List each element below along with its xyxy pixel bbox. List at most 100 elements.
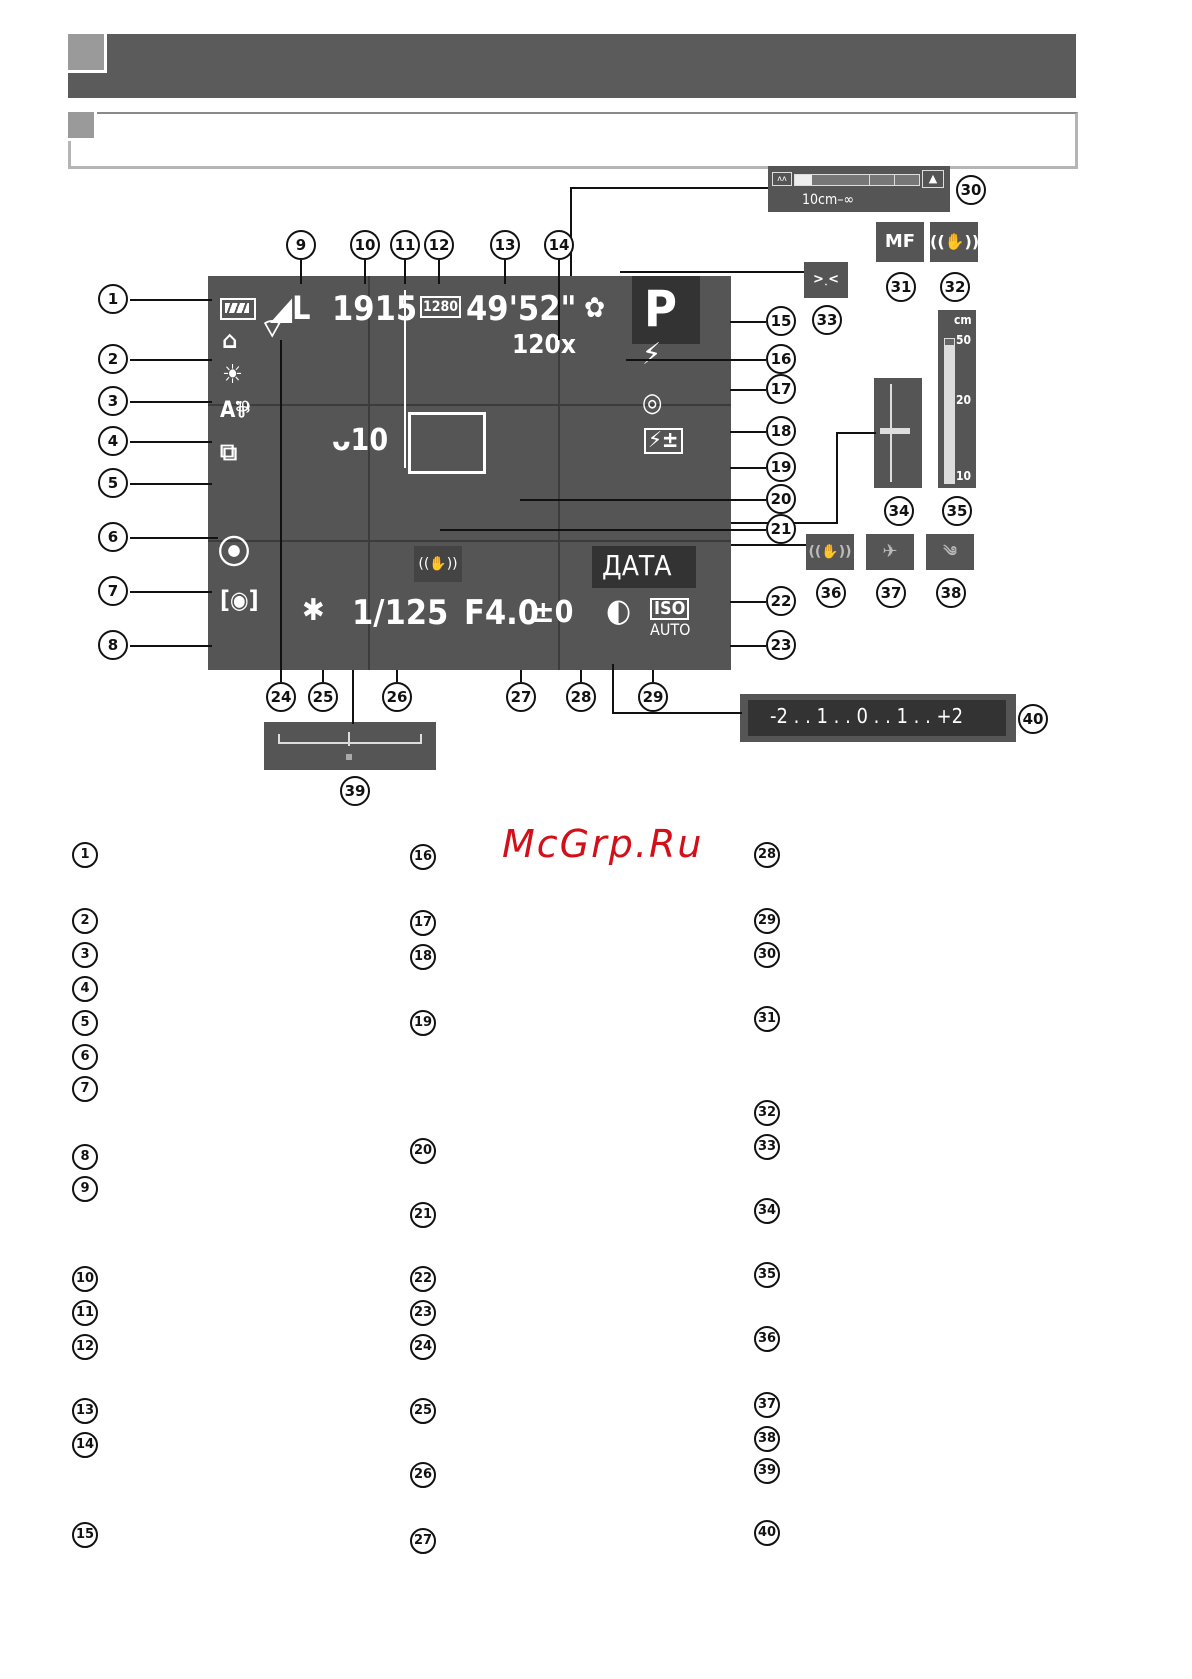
- callout-27: 27: [506, 682, 536, 712]
- legend-number-38: 38: [754, 1426, 780, 1452]
- camera-shake-icon: ⦿: [218, 533, 251, 571]
- legend-number-6: 6: [72, 1044, 98, 1070]
- legend-number-15: 15: [72, 1522, 98, 1548]
- callout-8: 8: [98, 630, 128, 660]
- callout-13: 13: [490, 230, 520, 260]
- callout-39: 39: [340, 776, 370, 806]
- legend-number-37: 37: [754, 1392, 780, 1418]
- legend-number-35: 35: [754, 1262, 780, 1288]
- mountain-icon: ▲: [922, 170, 944, 188]
- leader-23: [730, 645, 766, 647]
- callout-34: 34: [884, 496, 914, 526]
- callout-25: 25: [308, 682, 338, 712]
- callout-17: 17: [766, 374, 796, 404]
- callout-30: 30: [956, 175, 986, 205]
- callout-19: 19: [766, 452, 796, 482]
- iso-value: AUTO: [650, 620, 691, 639]
- legend-number-40: 40: [754, 1520, 780, 1546]
- shooting-mode: P: [644, 280, 677, 338]
- leader-30: [570, 187, 768, 189]
- focus-range-panel: ᴧᴧ ▲ 10cm–∞: [768, 166, 950, 212]
- distance-10: 10: [956, 469, 972, 483]
- callout-36: 36: [816, 578, 846, 608]
- legend-number-27: 27: [410, 1528, 436, 1554]
- callout-1: 1: [98, 284, 128, 314]
- legend-number-29: 29: [754, 908, 780, 934]
- callout-38: 38: [936, 578, 966, 608]
- legend-number-21: 21: [410, 1202, 436, 1228]
- metering-icon: [◉]: [220, 586, 259, 614]
- is-shooting-icon: ((✋)): [806, 534, 854, 570]
- legend-number-23: 23: [410, 1300, 436, 1326]
- battery-icon: [220, 298, 256, 320]
- legend-number-24: 24: [410, 1334, 436, 1360]
- callout-22: 22: [766, 586, 796, 616]
- legend-number-26: 26: [410, 1462, 436, 1488]
- leader-7: [130, 591, 212, 593]
- macro-scale-icon: ᴧᴧ: [772, 172, 792, 186]
- leader-39: [352, 670, 354, 724]
- leader-20: [520, 499, 766, 501]
- legend-number-16: 16: [410, 844, 436, 870]
- leader-33: [620, 271, 804, 273]
- callout-10: 10: [350, 230, 380, 260]
- exposure-scale-panel: -2 . . 1 . . 0 . . 1 . . +2: [740, 694, 1016, 742]
- flash-exposure-icon: ⚡±: [644, 428, 683, 454]
- legend-number-11: 11: [72, 1300, 98, 1326]
- legend-number-20: 20: [410, 1138, 436, 1164]
- af-frame: [408, 412, 486, 474]
- callout-40: 40: [1018, 704, 1048, 734]
- date-stamp-box: ДАТА: [592, 546, 696, 588]
- chapter-header-square: [68, 34, 107, 73]
- callout-2: 2: [98, 344, 128, 374]
- leader-6: [130, 537, 218, 539]
- grid-line-h2: [208, 540, 731, 542]
- leader-1: [130, 299, 212, 301]
- shooting-mode-box: P: [632, 276, 700, 344]
- callout-28: 28: [566, 682, 596, 712]
- callout-16: 16: [766, 344, 796, 374]
- lcd-screen: ◢L 1915 1280 49'52" 120x ✿ P ⌂ ☀ A⅌ ⧉ ⦿ …: [208, 276, 731, 670]
- callout-18: 18: [766, 416, 796, 446]
- drive-mode-icon: ⧉: [220, 438, 238, 466]
- movie-quality-icon: 1280: [420, 296, 462, 318]
- focus-range-track: [794, 174, 920, 186]
- callout-37: 37: [876, 578, 906, 608]
- leader-15: [730, 321, 766, 323]
- eye-fi-icon: ⌔: [260, 314, 285, 344]
- legend-number-7: 7: [72, 1076, 98, 1102]
- leader-2: [130, 359, 212, 361]
- leader-29: [652, 670, 654, 682]
- leader-3: [130, 401, 212, 403]
- legend-number-3: 3: [72, 942, 98, 968]
- leader-10: [364, 260, 366, 284]
- leader-11: [404, 260, 406, 284]
- callout-5: 5: [98, 468, 128, 498]
- white-balance-icon: ☀: [222, 360, 243, 390]
- section-header-bar: [68, 112, 1078, 169]
- callout-32: 32: [940, 272, 970, 302]
- watermark: McGrp.Ru: [502, 822, 704, 866]
- callout-20: 20: [766, 484, 796, 514]
- leader-40: [612, 712, 742, 714]
- leader-16: [626, 359, 766, 361]
- legend-number-36: 36: [754, 1326, 780, 1352]
- callout-23: 23: [766, 630, 796, 660]
- callout-14: 14: [544, 230, 574, 260]
- wind-filter-icon: ༄: [926, 534, 974, 570]
- exposure-compensation: ±0: [532, 595, 574, 630]
- legend-number-18: 18: [410, 944, 436, 970]
- leader-34-v: [836, 432, 838, 524]
- i-contrast-icon: ◐: [606, 591, 632, 629]
- legend-number-14: 14: [72, 1432, 98, 1458]
- my-colors-icon: A⅌: [220, 398, 250, 423]
- leader-4: [130, 441, 212, 443]
- legend-number-34: 34: [754, 1198, 780, 1224]
- leader-22: [730, 601, 766, 603]
- legend-number-33: 33: [754, 1134, 780, 1160]
- flash-mode-icon: ⚡: [642, 337, 661, 372]
- leader-28: [580, 670, 582, 682]
- camera-orientation-icon: ⌂: [222, 326, 238, 354]
- legend-number-32: 32: [754, 1100, 780, 1126]
- mf-indicator-scale: [874, 378, 922, 488]
